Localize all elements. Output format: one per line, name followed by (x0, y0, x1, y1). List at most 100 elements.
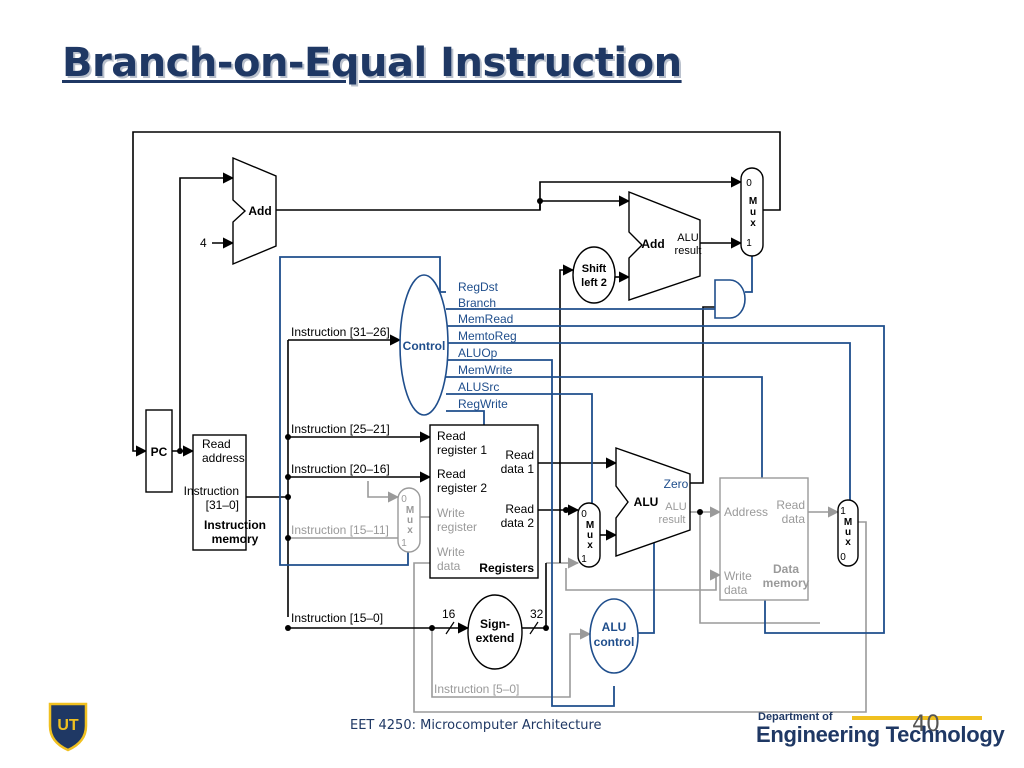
mux-memtoreg-x: x (845, 537, 851, 548)
reg-read2-line2: register 2 (437, 481, 487, 495)
shift-line2: left 2 (581, 277, 607, 289)
ut-shield-logo: UT (48, 702, 88, 752)
page-number: 40 (912, 712, 940, 737)
control-signal-labels: RegDst Branch MemRead MemtoReg ALUOp Mem… (458, 280, 517, 411)
slide-title: Branch-on-Equal Instruction (62, 40, 682, 86)
pc-label: PC (151, 445, 168, 459)
registers-name: Registers (479, 561, 534, 575)
field-5-0: Instruction [5–0] (434, 682, 519, 696)
branch-and-gate (714, 279, 746, 319)
bits-32: 32 (530, 607, 544, 621)
sign-extend-line2: extend (476, 631, 515, 645)
mux-alusrc-x: x (587, 540, 593, 551)
imem-instr-line1: Instruction (184, 484, 239, 498)
mux-top-x: x (750, 218, 756, 229)
dept-label-line1: Department of (758, 711, 833, 723)
field-20-16: Instruction [20–16] (291, 462, 390, 476)
mux-regdst-u: u (407, 515, 413, 526)
signal-branch: Branch (458, 296, 496, 310)
add2-result-line1: ALU (677, 232, 698, 244)
alu-control: ALU control (589, 598, 639, 674)
reg-rdata2-line2: data 2 (501, 516, 535, 530)
course-footer: EET 4250: Microcomputer Architecture (350, 718, 602, 733)
adder-pc-plus-4: Add (232, 156, 277, 266)
mux-top-input0: 0 (746, 178, 752, 189)
wire-junctions (177, 198, 703, 631)
reg-write-line2: register (437, 520, 477, 534)
control-wires (279, 256, 885, 707)
sign-extend: Sign- extend 16 32 (442, 594, 544, 670)
active-wires (132, 131, 781, 634)
mux-alusrc-input1: 1 (581, 554, 587, 565)
reg-wdata-line1: Write (437, 545, 465, 559)
memtoreg-mux: 1 M u x 0 (837, 499, 859, 567)
bits-16: 16 (442, 607, 456, 621)
signal-memwrite: MemWrite (458, 363, 513, 377)
alu-result-line1: ALU (665, 501, 686, 513)
add1-label: Add (248, 204, 271, 218)
add2-result-line2: result (675, 245, 702, 257)
dept-label-line2: Engineering Technology (756, 722, 1005, 747)
mux-regdst-input0: 0 (401, 494, 407, 505)
instruction-field-labels: Instruction [31–26] Instruction [25–21] … (291, 325, 519, 696)
add2-label: Add (641, 237, 664, 251)
reg-read1-line1: Read (437, 429, 466, 443)
pc-source-mux: 0 M u x 1 (740, 167, 764, 257)
mux-alusrc-u: u (587, 530, 593, 541)
title-shadow: Branch-on-Equal Instruction (64, 42, 684, 88)
mux-top-m: M (749, 196, 757, 207)
adder-branch-target: Add ALU result (628, 190, 702, 301)
reg-read1-line2: register 1 (437, 443, 487, 457)
data-memory: Address Read data Write data Data memory (719, 477, 810, 601)
imem-name-line1: Instruction (204, 518, 266, 532)
signal-regdst: RegDst (458, 280, 499, 294)
regdst-mux: 0 M u x 1 (397, 487, 421, 553)
mux-memtoreg-u: u (845, 527, 851, 538)
signal-regwrite: RegWrite (458, 397, 508, 411)
field-15-0: Instruction [15–0] (291, 611, 383, 625)
pc-register: PC (145, 409, 173, 493)
constant-four: 4 (200, 236, 207, 250)
alu-label: ALU (634, 495, 659, 509)
field-15-11: Instruction [15–11] (291, 523, 389, 537)
mux-top-u: u (750, 207, 756, 218)
dmem-address: Address (724, 505, 768, 519)
reg-rdata2-line1: Read (505, 502, 534, 516)
signal-aluop: ALUOp (458, 346, 498, 360)
field-25-21: Instruction [25–21] (291, 422, 390, 436)
mux-memtoreg-input0: 0 (840, 552, 846, 563)
sign-extend-line1: Sign- (480, 617, 510, 631)
signal-memread: MemRead (458, 312, 513, 326)
instruction-memory: Read address Instruction [31–0] Instruct… (184, 434, 266, 551)
register-file: Read register 1 Read register 2 Write re… (429, 424, 539, 579)
imem-name-line2: memory (212, 532, 259, 546)
footer-gold-bar (852, 716, 982, 720)
alu-zero-label: Zero (664, 477, 689, 491)
reg-write-line1: Write (437, 506, 465, 520)
mux-alusrc-m: M (586, 520, 594, 531)
imem-read-line2: address (202, 451, 245, 465)
inactive-wires (288, 481, 867, 713)
control-label: Control (403, 339, 446, 353)
mux-top-input1: 1 (746, 238, 752, 249)
mux-memtoreg-m: M (844, 517, 852, 528)
signal-memtoreg: MemtoReg (458, 329, 517, 343)
alu-control-line2: control (594, 635, 635, 649)
dmem-wdata-line2: data (724, 583, 748, 597)
dmem-name-line2: memory (763, 576, 810, 590)
shift-line1: Shift (582, 263, 607, 275)
dmem-name-line1: Data (773, 562, 799, 576)
dmem-wdata-line1: Write (724, 569, 752, 583)
alu-result-line2: result (659, 514, 686, 526)
imem-instr-line2: [31–0] (206, 498, 239, 512)
shift-left-2: Shift left 2 (572, 246, 616, 304)
reg-rdata1-line1: Read (505, 448, 534, 462)
reg-wdata-line2: data (437, 559, 461, 573)
dmem-rdata-line1: Read (776, 498, 805, 512)
imem-read-line1: Read (202, 437, 231, 451)
reg-read2-line1: Read (437, 467, 466, 481)
mux-regdst-x: x (407, 525, 413, 536)
control-unit: Control (399, 274, 449, 416)
reg-rdata1-line2: data 1 (501, 462, 535, 476)
